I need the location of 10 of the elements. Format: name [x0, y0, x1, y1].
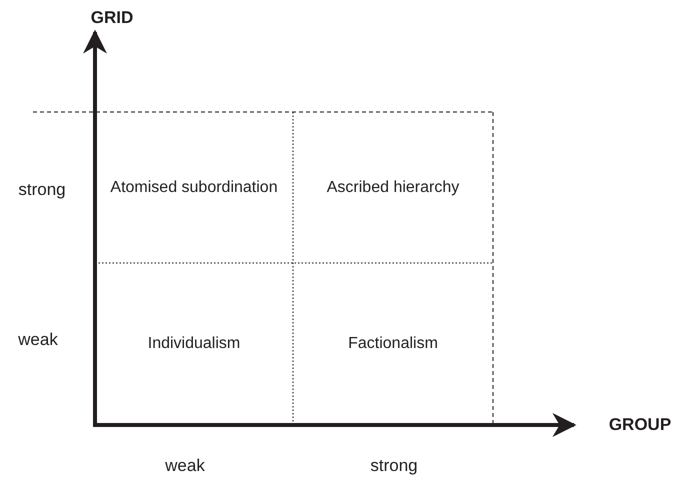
axis-title: GRID	[90, 8, 134, 28]
quadrant-label: Atomised subordination	[110, 178, 278, 198]
axis-value-label: weak	[18, 330, 58, 350]
axis-title: GROUP	[608, 415, 672, 435]
quadrant-label: Individualism	[148, 334, 240, 354]
axis-value-label: strong	[18, 180, 66, 200]
axis-value-label: strong	[370, 456, 418, 476]
quadrant-label: Ascribed hierarchy	[326, 178, 460, 198]
axis-value-label: weak	[165, 456, 205, 476]
quadrant-label: Factionalism	[348, 334, 438, 354]
